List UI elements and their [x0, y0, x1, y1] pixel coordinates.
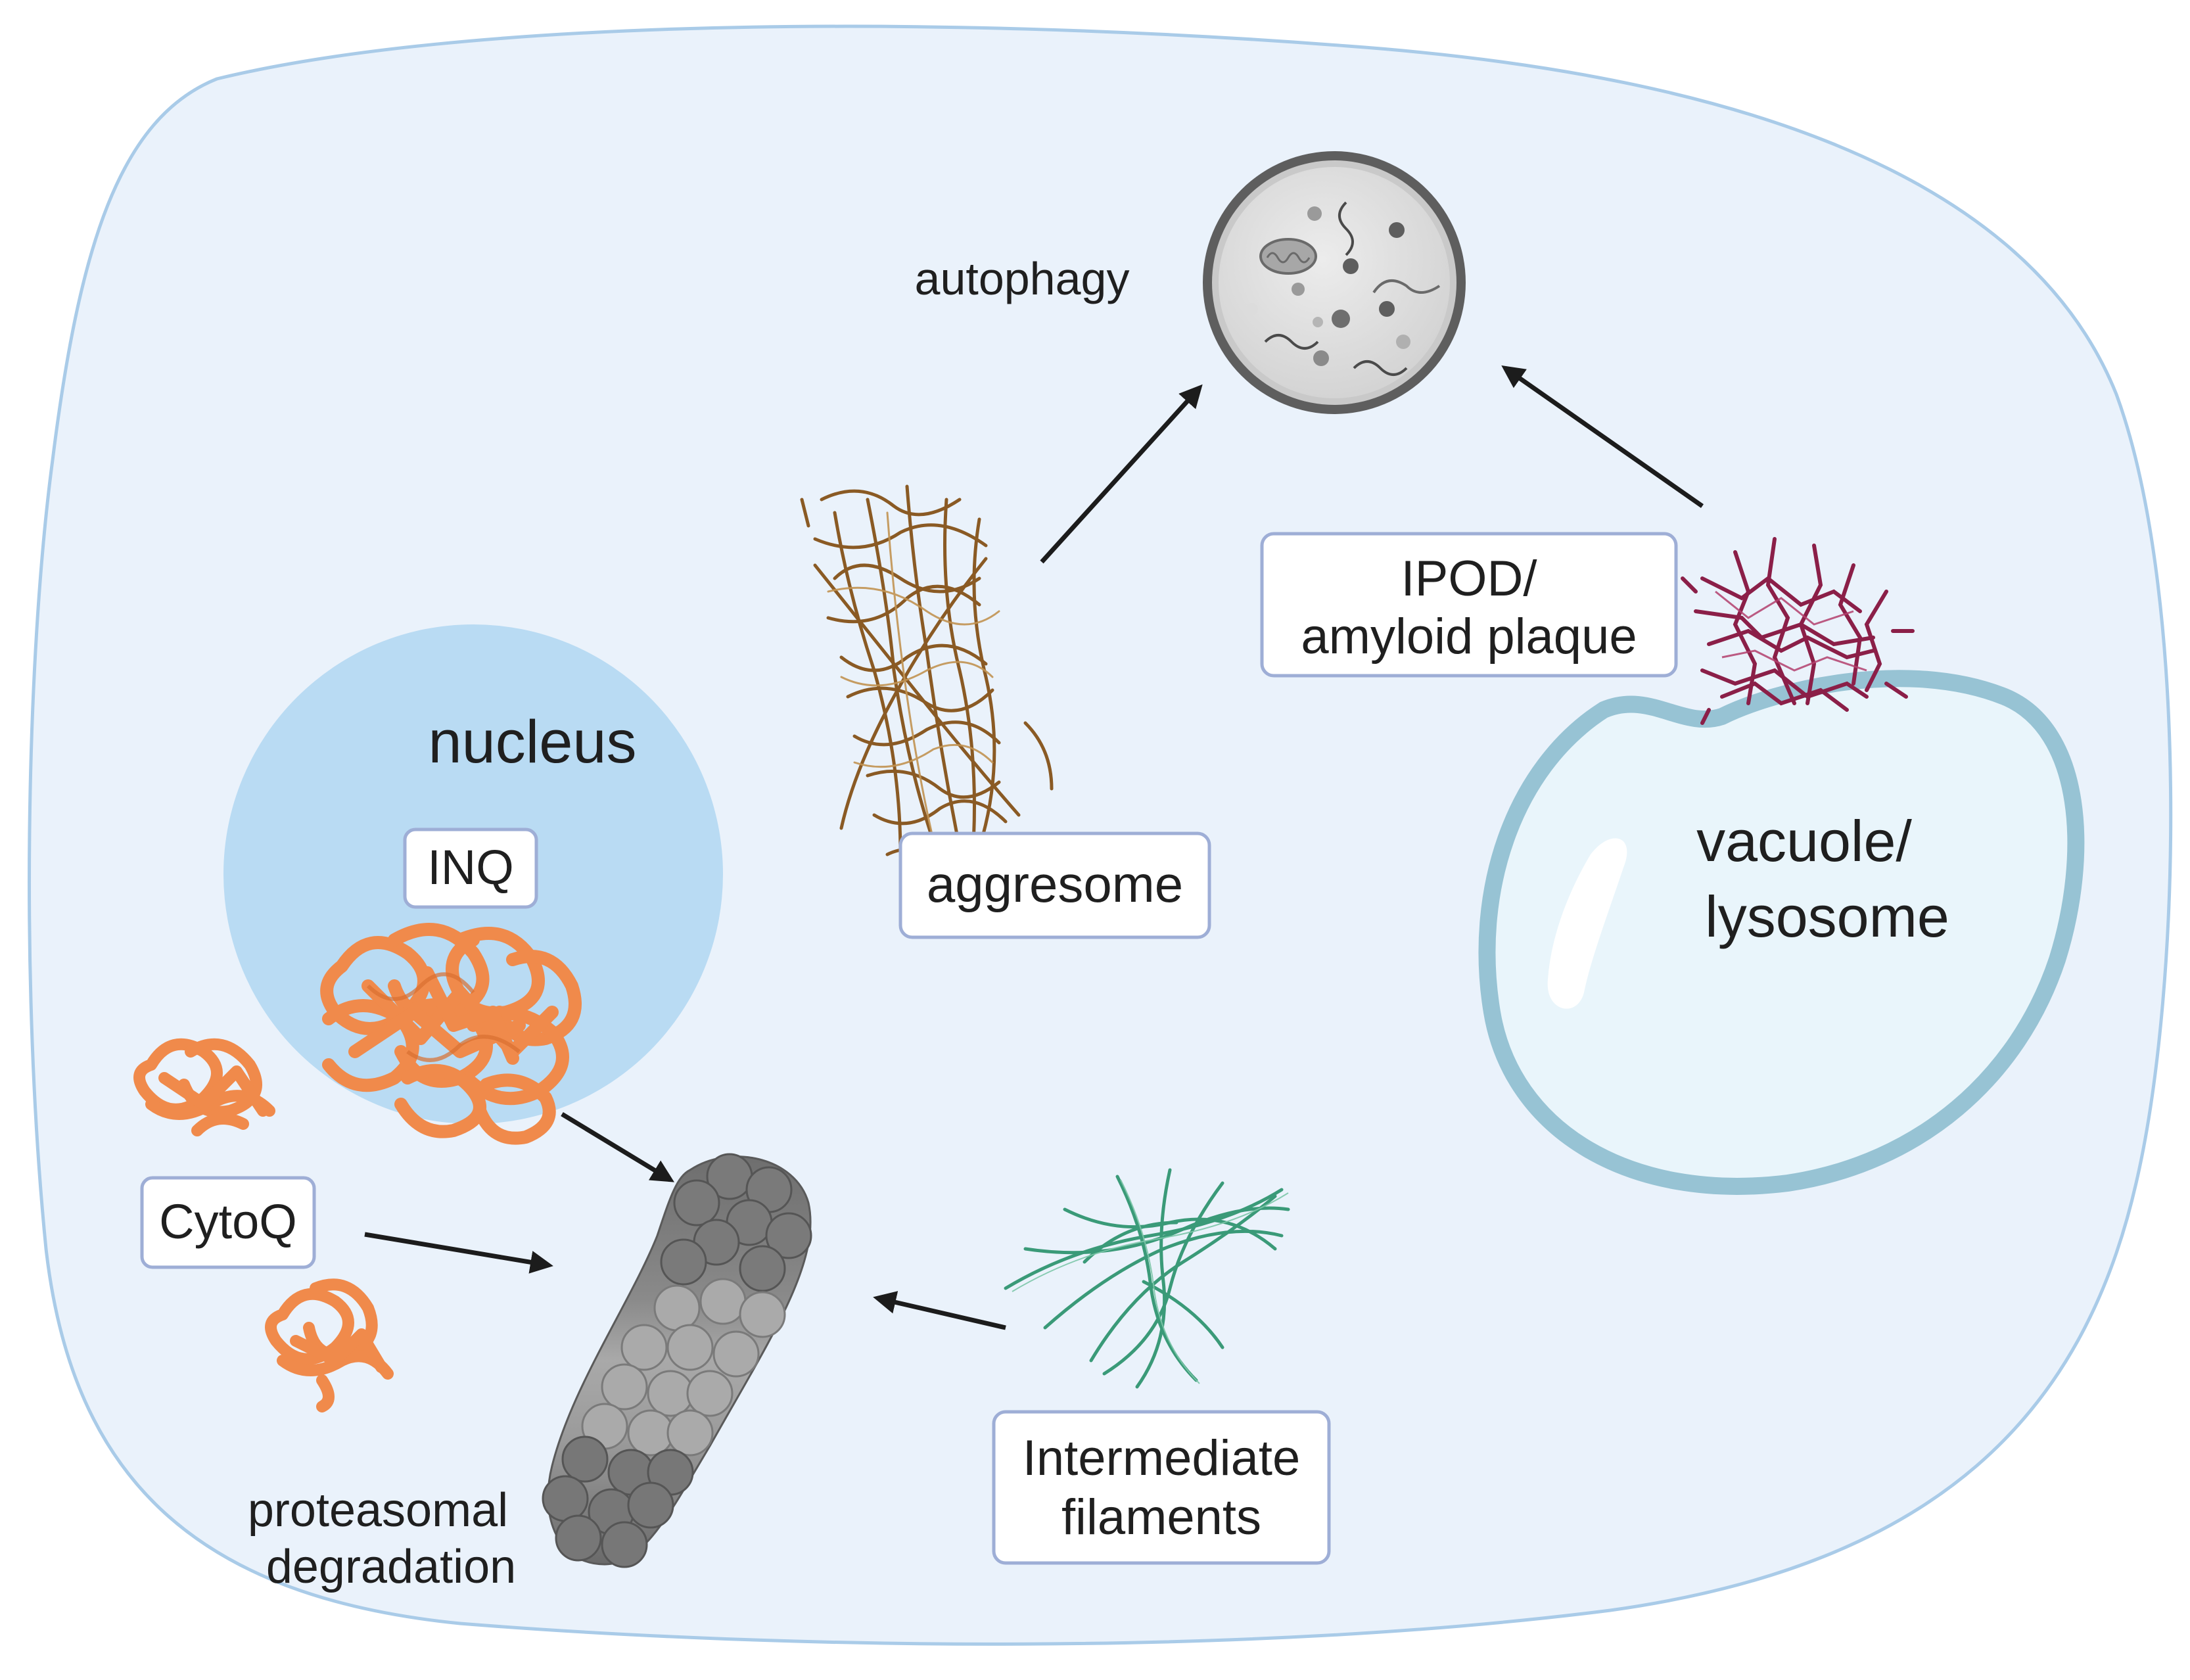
aggresome-label: aggresome [927, 855, 1183, 913]
ipod-aggregate [1681, 537, 1915, 725]
aggresome-label-box [898, 831, 1211, 939]
arrow-inq-to-proteasome [561, 1112, 674, 1182]
proteasomal-label-line2: degradation [266, 1541, 516, 1593]
arrow-filaments-to-proteasome [873, 1291, 1006, 1330]
nucleus-label: nucleus [428, 709, 636, 776]
arrow-aggresome-to-autophagy [1040, 384, 1203, 564]
intermediate-filaments [1004, 1168, 1290, 1389]
vacuole-highlight [1547, 838, 1627, 1009]
ipod-label-line1: IPOD/ [1401, 551, 1538, 607]
intermediate-label-box [992, 1410, 1331, 1565]
vacuole-label-line1: vacuole/ [1696, 808, 1912, 874]
cytoq-aggregate-top [133, 1038, 275, 1136]
vacuole-label-line2: lysosome [1705, 884, 1949, 949]
cytoq-aggregate-bottom [265, 1278, 394, 1412]
arrow-cytoq-to-proteasome [364, 1232, 553, 1274]
cytoq-label-box [140, 1176, 316, 1269]
ipod-label-line2: amyloid plaque [1301, 609, 1637, 665]
autophagy-label: autophagy [915, 253, 1130, 304]
vacuole-lysosome [1478, 670, 2085, 1195]
inq-label: INQ [427, 840, 514, 895]
proteasomal-label-line1: proteasomal [248, 1484, 508, 1537]
proteasome-icon [542, 1153, 812, 1568]
cytoq-label: CytoQ [159, 1194, 297, 1249]
autophagosome-icon [1203, 151, 1466, 414]
intermediate-label-line1: Intermediate [1023, 1430, 1300, 1486]
intermediate-label-line2: filaments [1061, 1489, 1261, 1545]
arrow-ipod-to-autophagy [1501, 365, 1704, 508]
ipod-label-box [1260, 532, 1678, 678]
inq-label-box [403, 828, 538, 909]
